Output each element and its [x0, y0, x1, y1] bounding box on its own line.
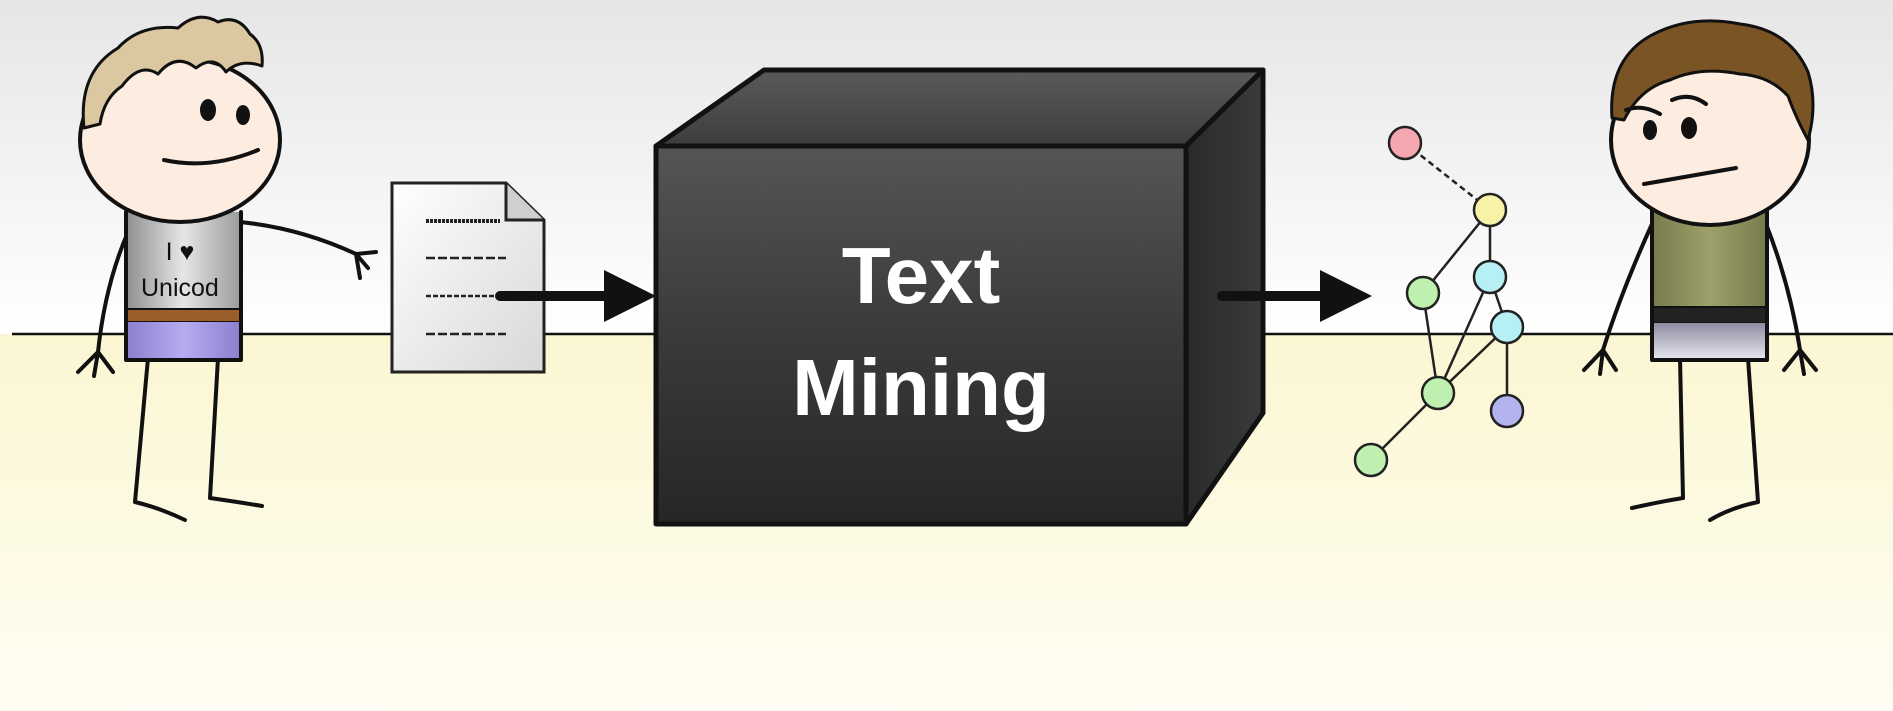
graph-icon: [1353, 125, 1525, 478]
document-icon: [390, 181, 546, 374]
person-left-eye-left: [200, 99, 216, 121]
person-left-eye-right: [236, 105, 250, 125]
person-right-arm-right: [1764, 222, 1818, 376]
box-label-line1: Text: [842, 231, 1001, 320]
graph-edge-dashed: [1404, 142, 1491, 211]
person-left-belt: [125, 308, 242, 323]
person-right-belt: [1651, 306, 1768, 324]
graph-node-green: [1420, 375, 1456, 411]
graph-node-blue: [1489, 393, 1525, 429]
box-top-face: [653, 67, 1266, 149]
arrow-out-head: [1320, 270, 1372, 322]
graph-node-yellow: [1472, 192, 1508, 228]
person-left-mouth: [162, 148, 260, 166]
person-left: [76, 15, 378, 522]
graph-node-pink: [1387, 125, 1423, 161]
person-right-hair: [1610, 19, 1815, 142]
graph-node-green: [1353, 442, 1389, 478]
person-left-shirt: [126, 212, 241, 310]
graph-edge: [1422, 209, 1491, 294]
person-right-shorts: [1652, 323, 1767, 360]
person-right-body-outline: [1650, 208, 1769, 362]
person-right-legs: [1630, 356, 1760, 522]
person-left-legs: [133, 356, 264, 522]
person-left-arm-left: [76, 230, 130, 378]
person-left-hair: [81, 15, 264, 130]
person-right: [1582, 19, 1818, 522]
person-right-eyebrow-right: [1670, 94, 1708, 106]
person-right-mouth: [1642, 166, 1738, 186]
shirt-text-line1: I ♥: [166, 238, 195, 266]
person-right-eye-right: [1681, 117, 1697, 139]
arrow-right-icon: [1217, 270, 1372, 322]
arrow-in-head: [604, 270, 656, 322]
arrow-right-icon: [495, 270, 656, 322]
graph-edge: [1436, 276, 1492, 394]
person-left-shorts: [126, 322, 241, 360]
person-right-arm-left: [1582, 222, 1654, 376]
graph-node-cyan: [1489, 309, 1525, 345]
graph-node-green: [1405, 275, 1441, 311]
text-mining-box: [653, 67, 1266, 527]
person-right-eye-left: [1643, 120, 1657, 140]
person-right-eyebrow-left: [1624, 105, 1662, 116]
shirt-text-line2: Unicod: [141, 274, 219, 302]
person-left-arm-right: [238, 220, 378, 280]
person-left-body-outline: [124, 210, 243, 362]
document-fold: [504, 183, 544, 222]
graph-node-cyan: [1472, 259, 1508, 295]
box-front-face: [653, 143, 1189, 527]
box-label-line2: Mining: [792, 343, 1050, 432]
